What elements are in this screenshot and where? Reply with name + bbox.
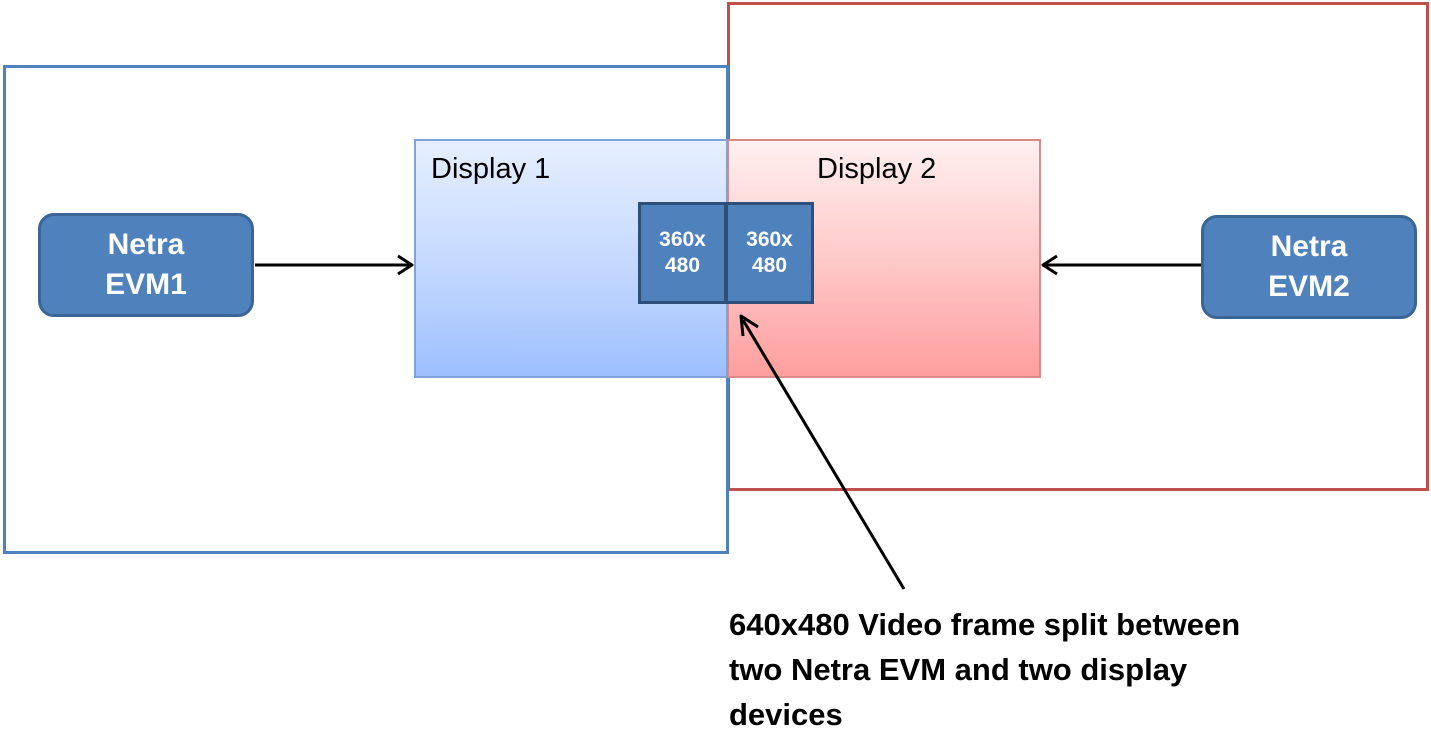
tile-right-line2: 480 — [751, 254, 788, 277]
arrow-evm1-to-display1 — [255, 254, 414, 276]
frame-tile-right: 360x 480 — [725, 202, 814, 304]
arrow-caption-to-tiles — [739, 314, 906, 590]
caption-line3: devices — [729, 697, 843, 732]
netra-evm1-box: Netra EVM1 — [38, 213, 254, 317]
tile-left-line1: 360x — [659, 228, 706, 251]
netra-evm2-box: Netra EVM2 — [1201, 215, 1417, 319]
evm1-line1: Netra — [107, 228, 185, 261]
caption: 640x480 Video frame split between two Ne… — [729, 602, 1349, 737]
evm1-line2: EVM1 — [105, 268, 187, 301]
display-1-label: Display 1 — [431, 153, 551, 185]
evm2-line2: EVM2 — [1268, 270, 1350, 303]
caption-line1: 640x480 Video frame split between — [729, 607, 1241, 642]
evm2-line1: Netra — [1270, 230, 1348, 263]
caption-line2: two Netra EVM and two display — [729, 652, 1188, 687]
display-2-label: Display 2 — [817, 153, 937, 185]
tile-right-line1: 360x — [746, 228, 793, 251]
frame-tile-left: 360x 480 — [638, 202, 727, 304]
tile-left-line2: 480 — [664, 254, 701, 277]
arrow-evm2-to-display2 — [1041, 254, 1201, 276]
